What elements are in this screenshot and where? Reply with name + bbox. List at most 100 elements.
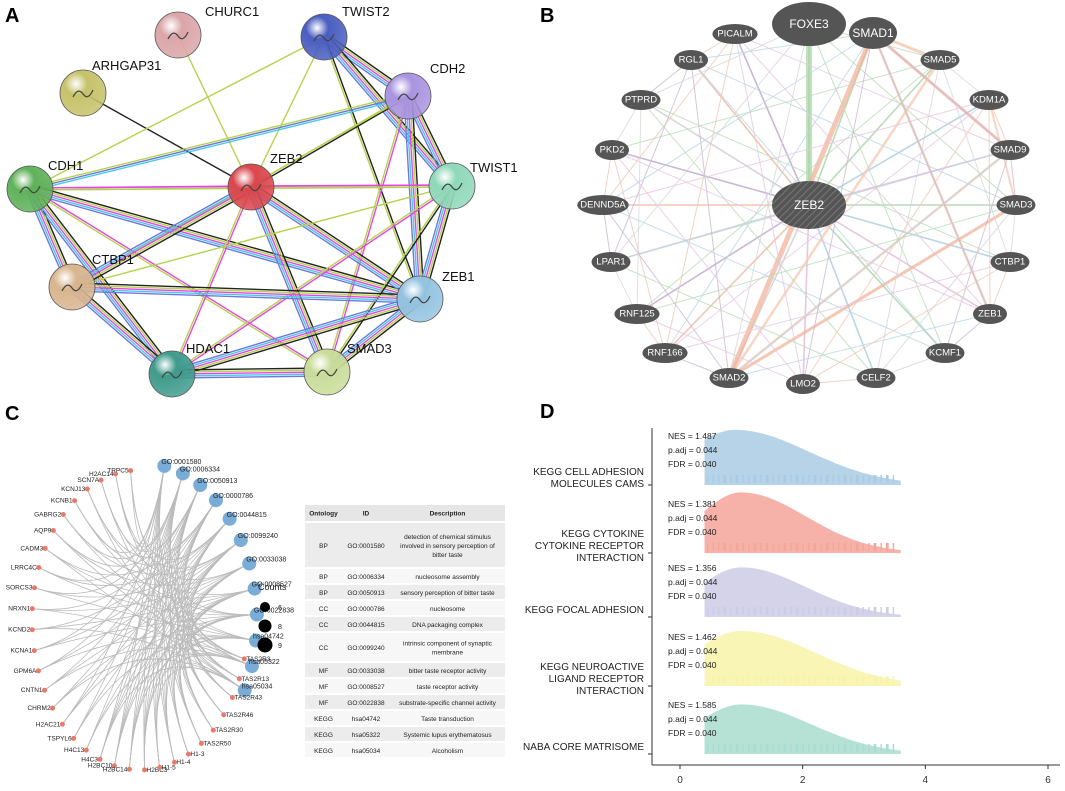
cnet-term-label: GO:0050913 (197, 478, 237, 485)
cnet-gene-node[interactable]: TAS2R30 (210, 727, 244, 734)
cnet-gene-node[interactable]: NRXN1 (8, 606, 35, 613)
cnet-gene-node[interactable]: KCNA1 (11, 648, 37, 655)
genemania-node-ptprd[interactable]: PTPRD (621, 90, 661, 110)
cnet-gene-node[interactable]: TAS2R43 (229, 695, 263, 702)
string-node-ctbp1[interactable]: CTBP1 (48, 252, 134, 311)
gene-label: SMAD5 (924, 55, 957, 66)
cnet-gene-node[interactable]: AQP9 (34, 528, 56, 535)
cnet-gene-node[interactable]: H4C3 (81, 756, 103, 763)
genemania-node-ctbp1[interactable]: CTBP1 (990, 252, 1030, 272)
genemania-hub-zeb2[interactable]: ZEB2 (772, 181, 846, 229)
cnet-gene-node[interactable]: H2BC14 (103, 766, 132, 773)
cnet-gene-node[interactable]: TSPYL6 (47, 735, 77, 742)
string-node-twist1[interactable]: TWIST1 (428, 160, 518, 210)
genemania-node-zeb1[interactable]: ZEB1 (973, 304, 1007, 324)
cnet-term-node[interactable]: GO:0000786 (208, 493, 253, 508)
genemania-node-smad3[interactable]: SMAD3 (996, 195, 1036, 215)
gene-label: LMO2 (790, 379, 816, 390)
cnet-gene-node[interactable]: TAS2R3 (241, 656, 271, 663)
genemania-node-rgl1[interactable]: RGL1 (674, 50, 708, 70)
genemania-node-smad2[interactable]: SMAD2 (709, 368, 749, 388)
genemania-hub-smad1[interactable]: SMAD1 (849, 17, 897, 49)
cnet-gene-node[interactable]: CNTN1 (21, 687, 48, 694)
cnet-gene-node[interactable]: H2AC21 (36, 721, 65, 728)
cnet-term-node[interactable]: hsa05034 (237, 683, 273, 698)
cnet-gene-node[interactable]: GPM6A (14, 668, 41, 675)
cnet-edge (73, 539, 242, 739)
cnet-gene-node[interactable]: TAS2R50 (198, 740, 232, 747)
node-sphere (154, 11, 202, 59)
cnet-term-node[interactable]: GO:0099240 (233, 533, 278, 548)
cnet-gene-node[interactable]: KCNB1 (51, 498, 78, 505)
string-node-smad3[interactable]: SMAD3 (303, 341, 392, 396)
cnet-gene-node[interactable]: KCNJ13 (61, 486, 90, 493)
genemania-node-celf2[interactable]: CELF2 (856, 368, 896, 388)
cnet-gene-node[interactable]: H4C13 (64, 747, 89, 754)
genemania-node-smad5[interactable]: SMAD5 (920, 50, 960, 70)
string-node-label: CDH2 (430, 61, 465, 76)
string-edge (72, 284, 421, 298)
genemania-node-pkd2[interactable]: PKD2 (595, 140, 629, 160)
cnet-gene-node[interactable]: H2BC3 (142, 767, 168, 774)
genemania-edge (602, 204, 946, 354)
genemania-node-dennd5a[interactable]: DENND5A (577, 195, 629, 215)
cnet-gene-node[interactable]: KCND2 (8, 627, 35, 634)
genemania-node-lmo2[interactable]: LMO2 (786, 374, 820, 394)
cnet-gene-node[interactable]: GABRG2 (34, 512, 66, 519)
cnet-gene-node[interactable]: LRRC4C (11, 565, 42, 572)
string-node-churc1[interactable]: CHURC1 (154, 4, 259, 59)
cnet-gene-node[interactable]: CADM3 (20, 545, 48, 552)
cnet-term-node[interactable]: GO:0033038 (242, 556, 286, 571)
cnet-term-node[interactable]: GO:0050913 (193, 477, 237, 492)
cnet-gene-node[interactable]: H2BC10 (88, 763, 117, 770)
genemania-hub-foxe3[interactable]: FOXE3 (772, 2, 846, 46)
genemania-node-kdm1a[interactable]: KDM1A (969, 90, 1009, 110)
string-node-arhgap31[interactable]: ARHGAP31 (59, 58, 161, 117)
string-node-zeb1[interactable]: ZEB1 (396, 269, 475, 323)
genemania-node-smad9[interactable]: SMAD9 (990, 140, 1030, 160)
cnet-gene-node[interactable]: H2AC14 (89, 471, 119, 478)
string-node-twist2[interactable]: TWIST2 (300, 4, 390, 61)
cnet-term-node[interactable]: GO:0008527 (247, 581, 292, 596)
cnet-term-node[interactable]: GO:0006334 (175, 466, 220, 481)
string-node-cdh2[interactable]: CDH2 (384, 61, 465, 120)
genemania-edge (640, 99, 810, 206)
cnet-term-node[interactable]: hsa05322 (244, 659, 280, 674)
string-edge (73, 189, 254, 292)
cnet-gene-node[interactable]: TAS2R13 (236, 676, 270, 683)
string-node-hdac1[interactable]: HDAC1 (148, 341, 230, 398)
cnet-term-node[interactable]: GO:0022838 (249, 607, 294, 622)
cnet-gene-node[interactable]: TRPC5 (107, 468, 134, 475)
cnet-edge (44, 563, 250, 691)
genemania-edge (690, 59, 810, 206)
cnet-gene-node[interactable]: H1-3 (185, 751, 205, 758)
string-node-cdh1[interactable]: CDH1 (6, 158, 83, 213)
genemania-node-lpar1[interactable]: LPAR1 (591, 252, 631, 272)
cnet-gene-node[interactable]: H1-5 (157, 764, 176, 771)
string-edge (327, 186, 454, 373)
cnet-gene-node[interactable]: TAS2R46 (221, 712, 254, 719)
table-cell-id: GO:0022838 (347, 700, 385, 707)
cnet-term-node[interactable]: GO:0044815 (222, 511, 267, 526)
cnet-gene-node[interactable]: SCN7A (77, 477, 104, 484)
genemania-node-kcmf1[interactable]: KCMF1 (925, 343, 965, 363)
cnet-edge (190, 588, 255, 698)
table-cell-description: Alcoholism (432, 748, 463, 755)
table-header-cell: Description (430, 511, 466, 518)
gene-node (591, 252, 631, 272)
protein-structure-icon (409, 295, 431, 304)
cnet-gene-node[interactable]: H1-4 (171, 759, 191, 766)
cnet-gene-label: TAS2R43 (234, 695, 262, 702)
cnet-gene-node[interactable]: SORCS3 (6, 585, 38, 592)
string-node-zeb2[interactable]: ZEB2 (227, 151, 303, 211)
string-edge (71, 286, 421, 300)
genemania-node-rnf166[interactable]: RNF166 (642, 343, 688, 363)
cnet-edge (184, 588, 255, 731)
genemania-node-picalm[interactable]: PICALM (712, 24, 758, 44)
cnet-term-node[interactable]: GO:0001580 (157, 458, 202, 473)
table-cell-ontology: KEGG (314, 748, 333, 755)
gene-node (990, 252, 1030, 272)
genemania-node-rnf125[interactable]: RNF125 (614, 304, 660, 324)
nes-label: NES = 1.462 (668, 632, 717, 642)
cnet-gene-node[interactable]: CHRM2 (27, 705, 56, 712)
